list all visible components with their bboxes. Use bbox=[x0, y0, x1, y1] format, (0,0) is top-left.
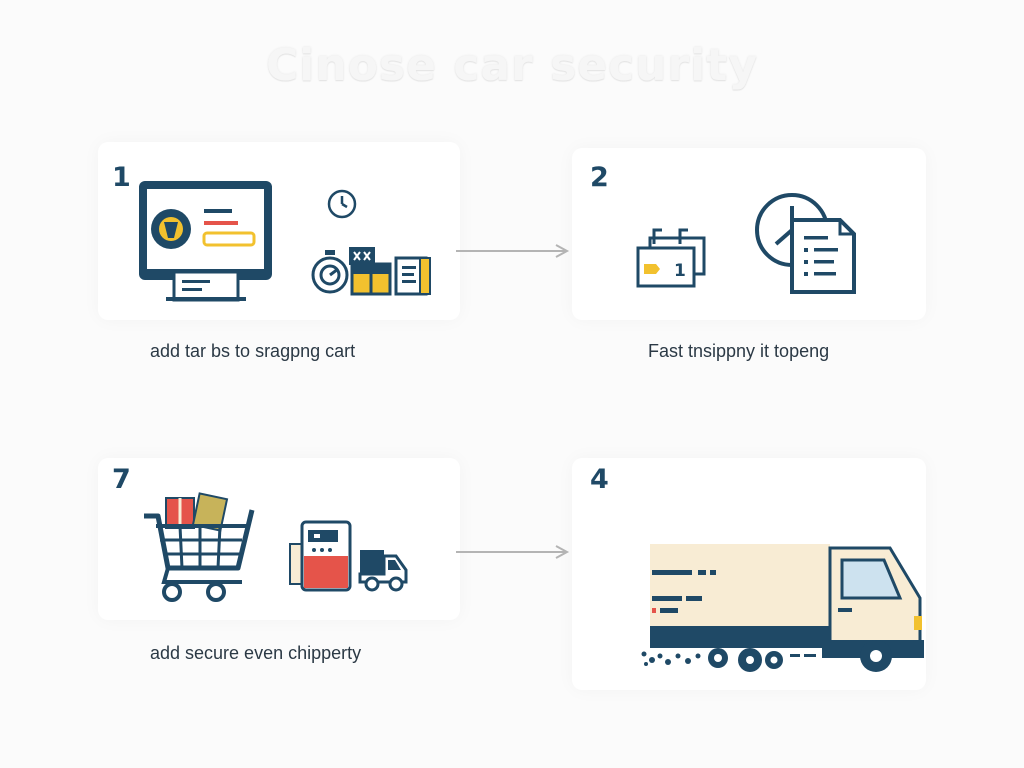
computer-monitor-icon bbox=[139, 181, 272, 302]
step-3-caption: add secure even chipperty bbox=[150, 643, 362, 663]
arrow-1-to-2 bbox=[456, 244, 570, 258]
calendar-ticket-icon: 1 bbox=[636, 228, 706, 288]
arrow-3-to-4 bbox=[456, 545, 570, 559]
step-2-panel bbox=[572, 148, 926, 320]
step-4-number: 4 bbox=[590, 464, 609, 495]
delivery-truck-icon bbox=[641, 544, 924, 672]
svg-text:1: 1 bbox=[674, 261, 686, 281]
step-2-caption: Fast tnsippny it topeng bbox=[648, 341, 830, 361]
clock-document-icon bbox=[755, 193, 856, 294]
clock-icon bbox=[327, 189, 357, 219]
step-2-number: 2 bbox=[590, 162, 609, 193]
step-1-caption: add tar bs to sragpng cart bbox=[150, 341, 356, 361]
shopping-cart-icon bbox=[144, 509, 255, 602]
ticket-icon bbox=[349, 247, 375, 265]
kiosk-icon bbox=[289, 520, 352, 592]
page-title: Cinose car security bbox=[266, 40, 758, 91]
step-3-panel bbox=[98, 458, 460, 620]
package-icon bbox=[350, 262, 392, 296]
delivery-van-icon bbox=[358, 550, 408, 592]
stopwatch-icon bbox=[311, 250, 349, 294]
step-1-number: 1 bbox=[112, 162, 131, 193]
step-3-number: 7 bbox=[112, 464, 131, 495]
receipt-icon bbox=[394, 256, 431, 296]
